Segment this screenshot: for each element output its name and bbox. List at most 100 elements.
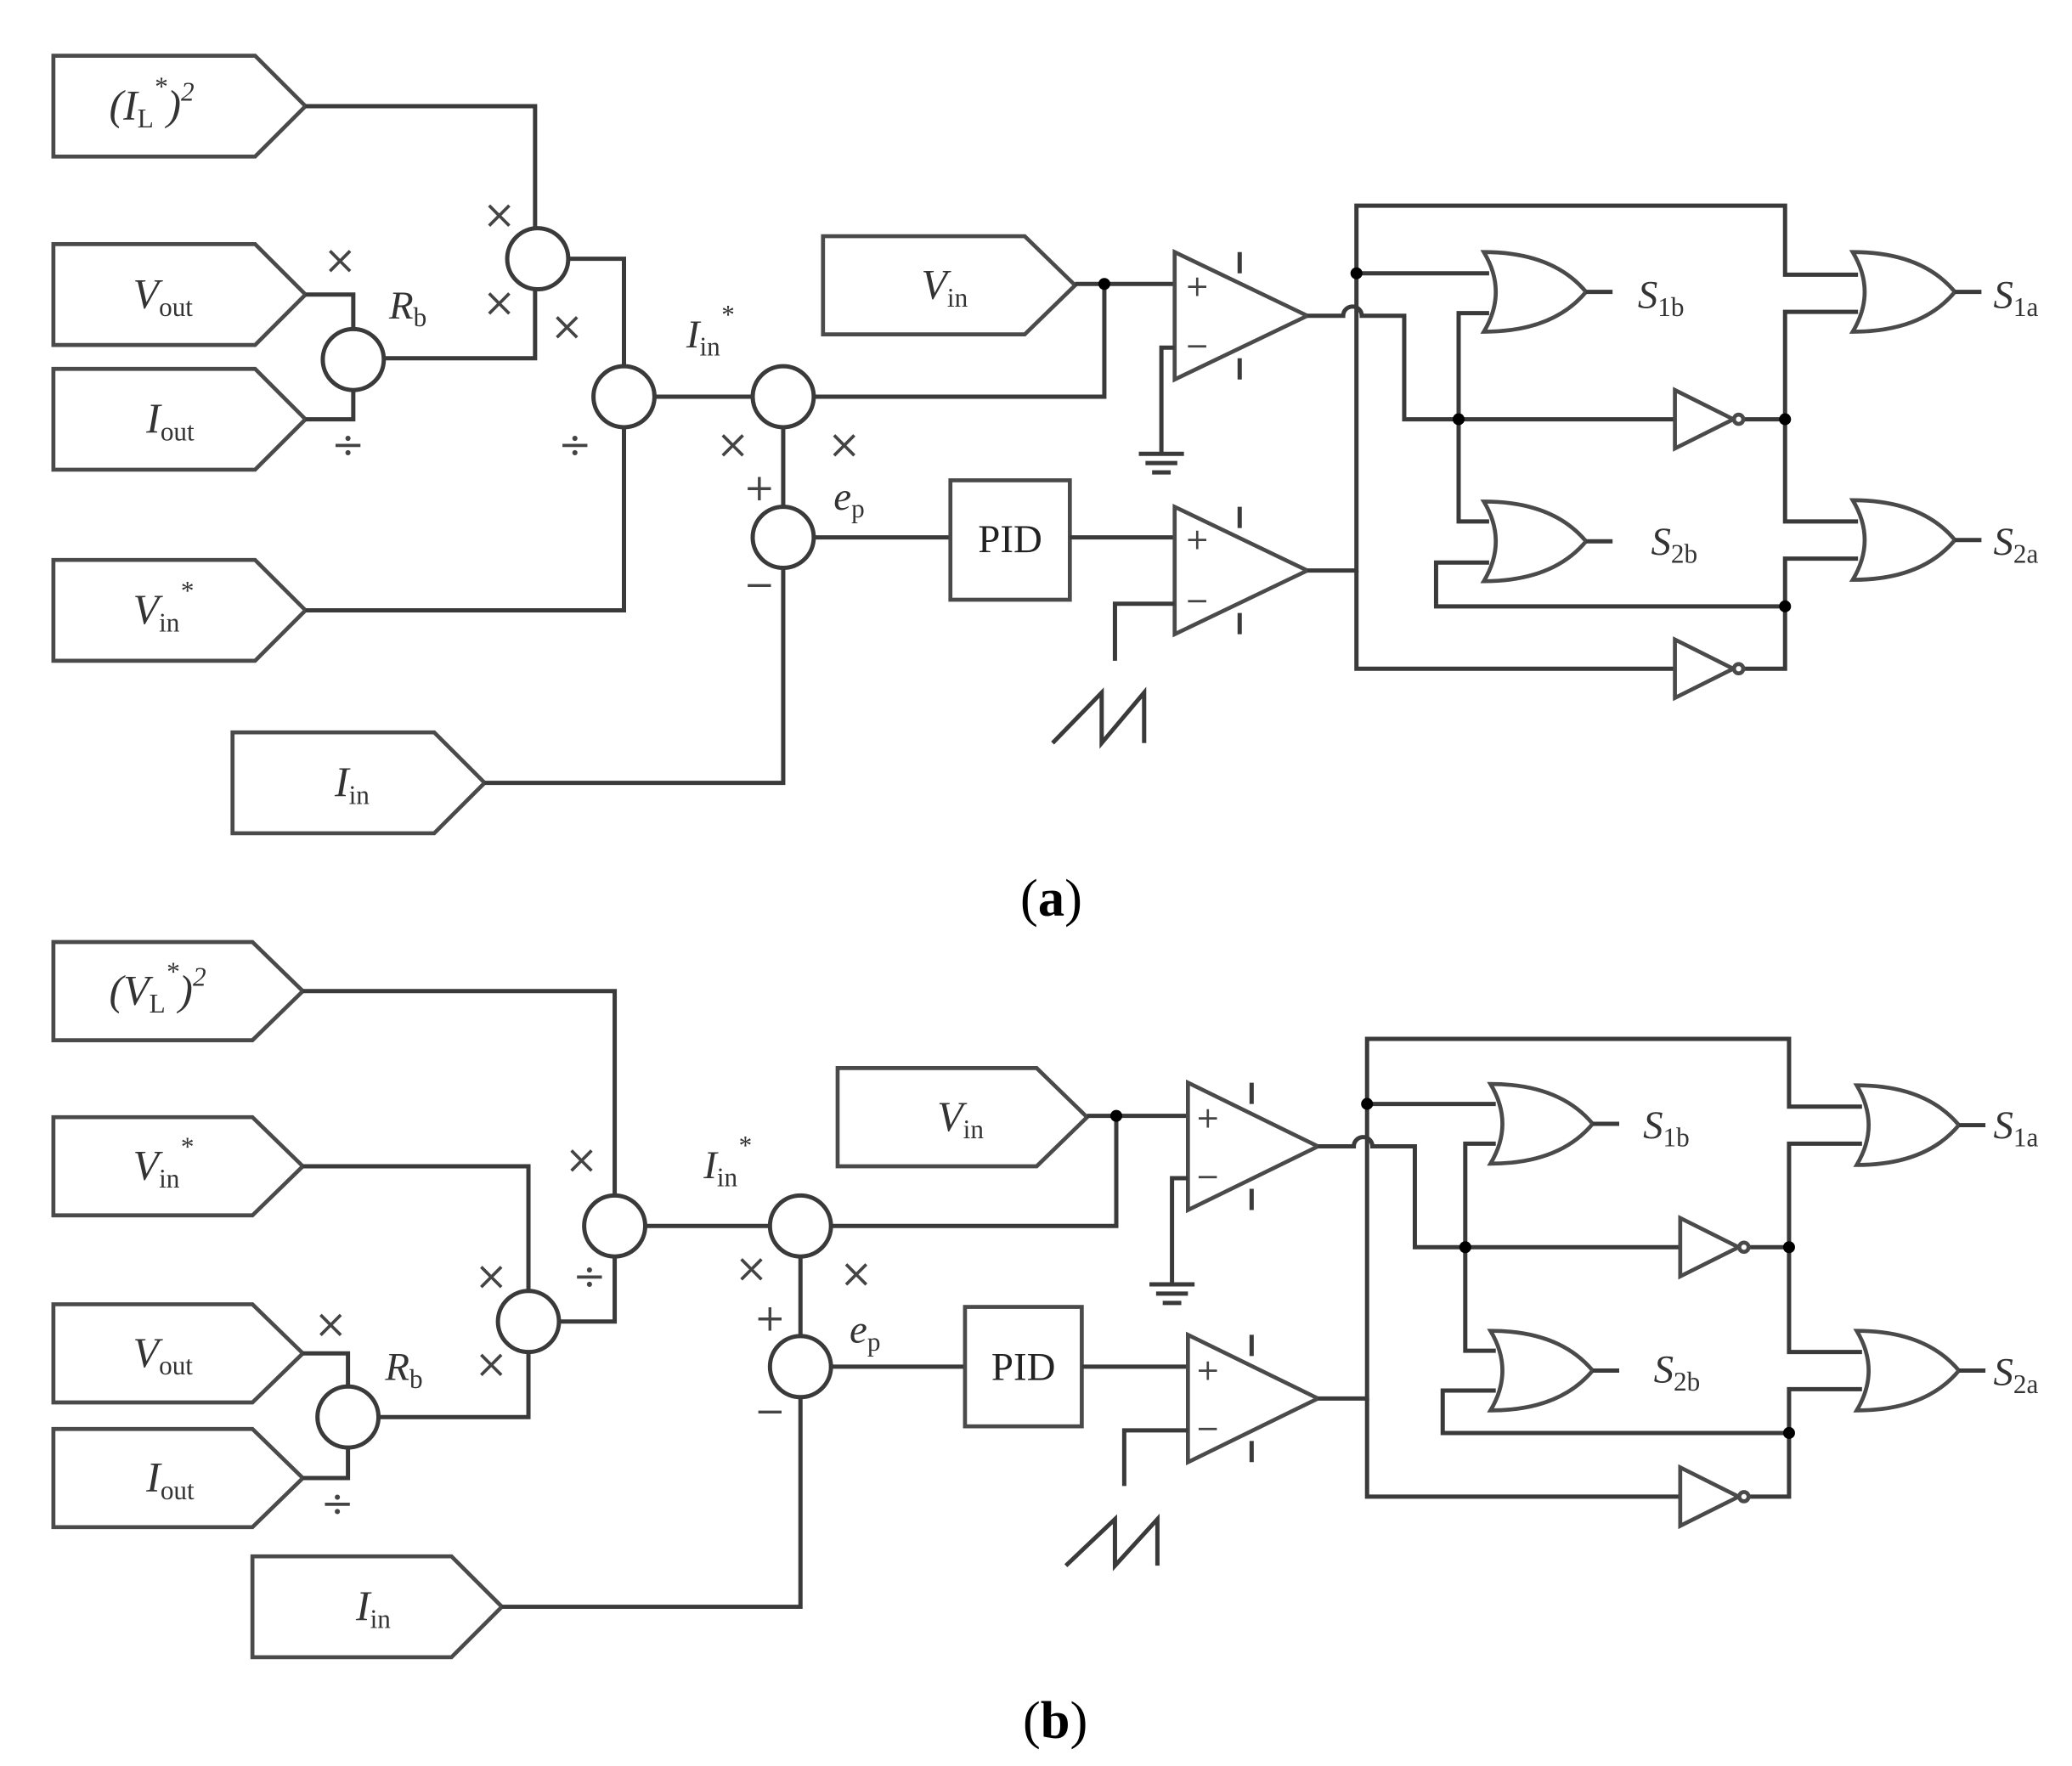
pid-label: PID	[991, 1345, 1055, 1389]
opamp-minus: −	[1185, 330, 1210, 364]
panel-a: (IL*)2 Vout Iout Vin* Iin Vin × ÷ Rb × ×…	[51, 54, 2039, 928]
comparator-2	[1172, 503, 1313, 638]
wire	[302, 1351, 351, 1387]
not-gate-2-bubble	[1731, 662, 1746, 676]
divide-symbol: ÷	[331, 422, 364, 468]
junction-dot	[1779, 413, 1792, 426]
minus-symbol: −	[744, 563, 776, 607]
rb-label: Rb	[384, 1345, 422, 1393]
wire	[1112, 601, 1175, 661]
wire	[1364, 1398, 1680, 1499]
wire	[1747, 1386, 1862, 1499]
not-gate-2	[1678, 1464, 1743, 1530]
wire	[1354, 570, 1675, 671]
input-label-vin-star: Vin*	[133, 1131, 194, 1193]
wire	[1456, 419, 1489, 524]
divide-symbol: ÷	[573, 1254, 606, 1300]
input-label-iin: Iin	[355, 1582, 391, 1633]
output-label-s1a: S1a	[1993, 1103, 2038, 1152]
iin-star-label: Iin*	[686, 300, 734, 361]
wire	[305, 426, 627, 613]
input-block-iin	[250, 1554, 505, 1660]
wire	[1433, 560, 1786, 609]
input-label-vl-squared: (VL*)2	[109, 956, 206, 1018]
input-block-vin-star	[51, 557, 308, 663]
wire	[1742, 417, 1859, 524]
or-gate-s2a	[1853, 1329, 1962, 1413]
ground-symbol	[1149, 1282, 1195, 1306]
not-gate-1-bubble	[1731, 412, 1746, 426]
wire	[1121, 1428, 1188, 1487]
output-label-s1a: S1a	[1993, 273, 2038, 321]
wire	[1170, 1176, 1188, 1284]
wire	[1440, 1388, 1789, 1436]
input-label-iout: Iout	[145, 394, 195, 446]
wire	[378, 1351, 531, 1419]
output-label-s2b: S2b	[1651, 520, 1697, 568]
wire	[1747, 1244, 1862, 1355]
pid-label: PID	[978, 517, 1042, 561]
wire	[302, 1164, 531, 1291]
pid-block	[948, 478, 1072, 602]
comparator-1	[1172, 249, 1313, 383]
opamp-plus: +	[1195, 1353, 1220, 1387]
not-gate-2	[1673, 636, 1738, 702]
input-label-vin: Vin	[921, 260, 968, 312]
junction-dot	[1779, 600, 1792, 612]
ep-label: ep	[833, 475, 864, 523]
plus-symbol: +	[744, 466, 776, 510]
wire	[305, 104, 538, 229]
wire	[302, 989, 618, 1196]
divider-node-rb	[320, 326, 387, 392]
multiplier-node-iin	[750, 364, 816, 430]
not-gate-1	[1678, 1215, 1743, 1280]
output-label-s1b: S1b	[1643, 1103, 1690, 1152]
input-label-vout: Vout	[133, 1329, 194, 1380]
opamp-minus: −	[1195, 1412, 1220, 1446]
junction-dot	[1109, 1109, 1123, 1122]
divider-node-mid	[591, 364, 657, 430]
input-block-iout	[51, 1426, 306, 1530]
summing-node	[750, 505, 816, 571]
input-label-vout: Vout	[133, 269, 194, 321]
input-block-vl-squared	[51, 939, 306, 1042]
wire	[1463, 1247, 1496, 1353]
or-gate-s2a	[1849, 498, 1958, 582]
opamp-plus: +	[1195, 1102, 1220, 1136]
wire	[813, 284, 1107, 399]
wire	[305, 292, 356, 330]
junction-dot	[1452, 413, 1465, 426]
times-symbol: ×	[827, 422, 861, 468]
opamp-plus: +	[1185, 269, 1210, 303]
junction-dot	[1782, 1426, 1795, 1439]
or-gate-s2b	[1487, 1329, 1595, 1413]
input-label-vin-star: Vin*	[133, 576, 194, 637]
input-block-iout	[51, 366, 308, 472]
wire	[1742, 556, 1859, 671]
sawtooth-symbol	[1051, 686, 1147, 749]
times-symbol: ×	[314, 1301, 347, 1347]
times-symbol: ×	[550, 304, 584, 350]
input-block-iin	[230, 730, 488, 836]
wire	[302, 1447, 351, 1481]
ep-label: ep	[850, 1308, 880, 1357]
junction-dot	[1782, 1241, 1795, 1254]
not-gate-1	[1673, 386, 1738, 452]
input-label-vin: Vin	[937, 1092, 984, 1144]
input-block-vin	[835, 1066, 1090, 1169]
wire	[831, 1115, 1119, 1228]
iin-star-label: Iin*	[703, 1131, 751, 1192]
input-block-vin	[821, 234, 1078, 336]
wire	[501, 1396, 803, 1610]
wire	[1318, 1036, 1862, 1401]
times-symbol: ×	[483, 280, 516, 326]
wire	[567, 257, 627, 367]
junction-dot	[1459, 1241, 1471, 1254]
divider-node-mid	[582, 1193, 647, 1259]
wire	[383, 289, 538, 361]
not-gate-2-bubble	[1737, 1490, 1751, 1504]
times-symbol: ×	[565, 1137, 598, 1183]
divider-node-rb	[315, 1384, 381, 1450]
junction-dot	[1361, 1097, 1374, 1110]
